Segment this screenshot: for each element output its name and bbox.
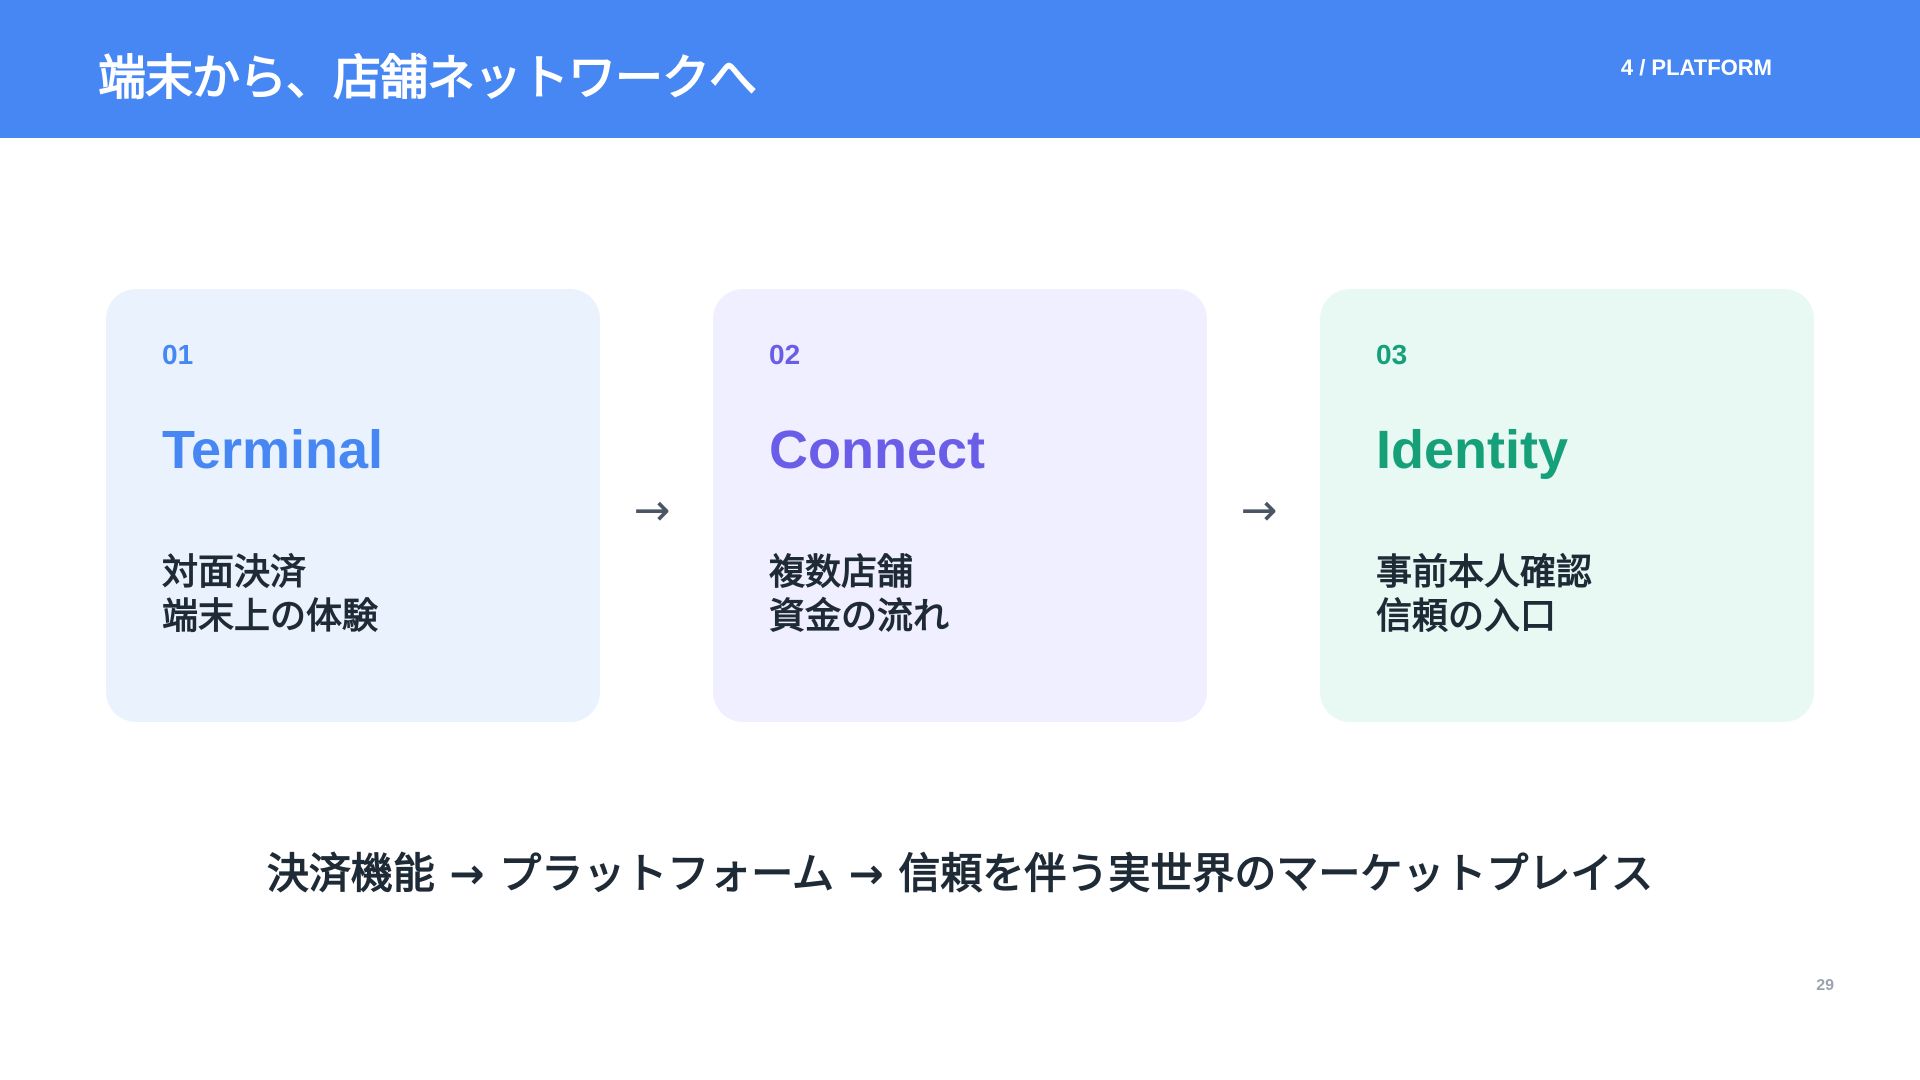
card-terminal: 01 Terminal 対面決済 端末上の体験	[106, 289, 600, 722]
card-description-line: 信頼の入口	[1376, 596, 1557, 637]
card-title: Identity	[1376, 420, 1569, 480]
card-description: 対面決済 端末上の体験	[162, 551, 378, 639]
card-description-line: 事前本人確認	[1376, 552, 1593, 593]
section-label: 4 / PLATFORM	[1620, 55, 1772, 80]
card-number: 03	[1376, 339, 1408, 370]
card-title: Terminal	[162, 420, 384, 480]
card-number: 01	[162, 339, 194, 370]
card-description-line: 端末上の体験	[162, 596, 379, 637]
card-description-line: 複数店舗	[769, 552, 914, 593]
card-description-line: 対面決済	[162, 552, 307, 593]
card-title: Connect	[769, 420, 985, 480]
arrow-right-icon: →	[633, 485, 671, 536]
summary-statement: 決済機能 → プラットフォーム → 信頼を伴う実世界のマーケットプレイス	[266, 849, 1654, 898]
page-title: 端末から、店舗ネットワークへ	[98, 50, 757, 106]
arrow-right-icon: →	[1240, 485, 1278, 536]
card-number: 02	[769, 339, 801, 370]
card-description: 事前本人確認 信頼の入口	[1376, 551, 1592, 639]
page-number: 29	[1816, 977, 1834, 994]
header-bar: 端末から、店舗ネットワークへ 4 / PLATFORM	[0, 0, 1920, 138]
card-description-line: 資金の流れ	[769, 596, 950, 637]
card-connect: 02 Connect 複数店舗 資金の流れ	[713, 289, 1207, 722]
card-identity: 03 Identity 事前本人確認 信頼の入口	[1320, 289, 1814, 722]
card-description: 複数店舗 資金の流れ	[769, 551, 949, 639]
